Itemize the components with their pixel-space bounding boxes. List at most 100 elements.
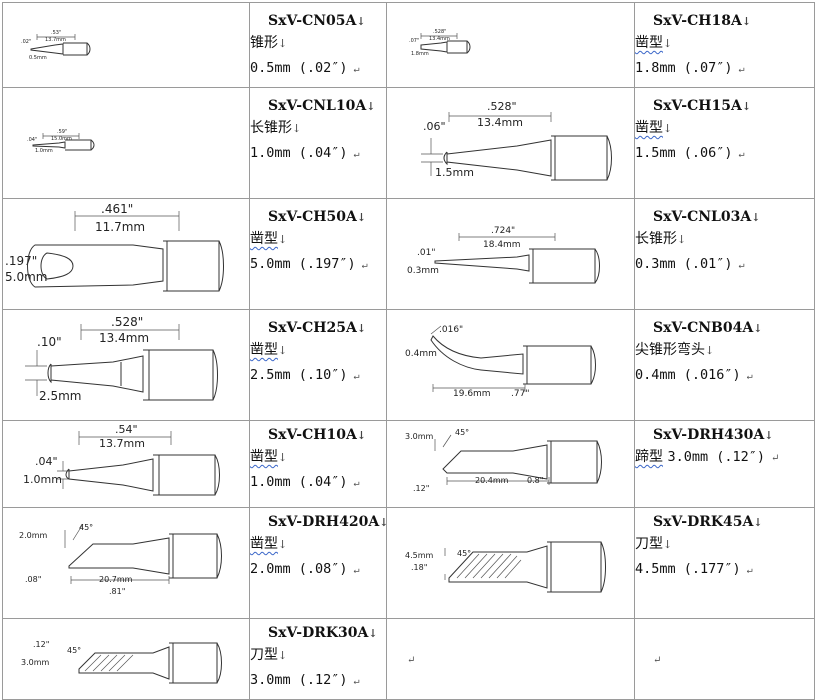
tip-info-drk30a: SxV-DRK30A↓ 刀型↓ 3.0mm (.12″)↵ [249,618,387,700]
svg-text:15.0mm: 15.0mm [51,136,72,142]
tip-info-ch50a: SxV-CH50A↓ 凿型↓ 5.0mm (.197″)↵ [249,198,387,310]
svg-text:18.4mm: 18.4mm [483,240,521,250]
svg-text:1.5mm: 1.5mm [435,166,474,179]
table-row: .461" 11.7mm .197" 5.0mm SxV-CH50A↓ 凿型↓ … [2,198,815,310]
tip-shape: 长锥形↓ [250,120,302,136]
tip-drawing-cn05a: .53" 13.7mm .02" 0.5mm [2,2,250,88]
tip-size: 0.5mm (.02″)↵ [250,60,360,76]
svg-text:.724": .724" [491,226,515,236]
svg-text:19.6mm: 19.6mm [453,389,491,399]
tip-shape: 凿型↓ [635,120,673,136]
tip-shape: 尖锥形弯头↓ [635,342,715,358]
svg-text:.01": .01" [417,248,435,258]
tip-size: 0.4mm (.016″)↵ [635,367,753,383]
table-row: 2.0mm 45° .08" 20.7mm .81" SxV-DRH420A↓ … [2,507,815,619]
svg-text:.528": .528" [111,315,143,329]
tip-info-cnl10a: SxV-CNL10A↓ 长锥形↓ 1.0mm (.04″)↵ [249,87,387,199]
tip-size: 2.5mm (.10″)↵ [250,367,360,383]
svg-text:.528": .528" [433,29,446,35]
tip-drawing-drh430a: 3.0mm 45° .12" 20.4mm 0.8" [386,420,635,508]
tip-shape: 长锥形↓ [635,231,687,247]
tip-size: 4.5mm (.177″)↵ [635,561,753,577]
svg-text:4.5mm: 4.5mm [405,551,434,560]
tip-model: SxV-CH15A↓ [653,98,752,114]
tip-model: SxV-DRH430A↓ [653,427,774,443]
tip-info-drk45a: SxV-DRK45A↓ 刀型↓ 4.5mm (.177″)↵ [634,507,815,619]
tip-size: 5.0mm (.197″)↵ [250,256,368,272]
tip-drawing-drk30a: .12" 45° 3.0mm [2,618,250,700]
svg-text:.18": .18" [411,563,427,572]
tip-model: SxV-CH25A↓ [268,320,367,336]
svg-text:.197": .197" [5,254,37,268]
svg-text:20.4mm: 20.4mm [475,476,509,485]
svg-text:.08": .08" [25,575,41,584]
svg-text:3.0mm: 3.0mm [405,432,434,441]
svg-text:.461": .461" [101,202,133,216]
table-row: .528" 13.4mm .10" 2.5mm SxV-CH25A↓ 凿型↓ 2… [2,309,815,421]
tip-drawing-drh420a: 2.0mm 45° .08" 20.7mm .81" [2,507,250,619]
tip-drawing-drk45a: 4.5mm 45° .18" [386,507,635,619]
tip-info-ch18a: SxV-CH18A↓ 凿型↓ 1.8mm (.07″)↵ [634,2,815,88]
svg-text:.528": .528" [487,100,517,113]
svg-text:45°: 45° [455,428,469,437]
table-row: .54" 13.7mm .04" 1.0mm SxV-CH10A↓ 凿型↓ 1.… [2,420,815,508]
svg-text:.81": .81" [109,587,125,596]
tip-size: 3.0mm (.12″)↵ [250,672,360,688]
tip-info-ch10a: SxV-CH10A↓ 凿型↓ 1.0mm (.04″)↵ [249,420,387,508]
tip-drawing-ch50a: .461" 11.7mm .197" 5.0mm [2,198,250,310]
svg-text:0.5mm: 0.5mm [29,55,47,61]
tip-info-drh420a: SxV-DRH420A↓ 凿型↓ 2.0mm (.08″)↵ [249,507,387,619]
tip-shape-size: 蹄型 3.0mm (.12″)↵ [635,449,780,465]
tip-drawing-ch15a: .528" 13.4mm .06" 1.5mm [386,87,635,199]
tip-size: 2.0mm (.08″)↵ [250,561,360,577]
tip-size: 1.0mm (.04″)↵ [250,145,360,161]
table-row: .53" 13.7mm .02" 0.5mm SxV-CN05A↓ 锥形↓ 0.… [2,2,815,88]
tip-drawing-cnl10a: .59" 15.0mm .04" 1.0mm [2,87,250,199]
return-mark: ↵ [653,655,662,666]
tip-shape: 凿型↓ [250,536,288,552]
svg-text:1.0mm: 1.0mm [35,148,53,154]
svg-text:45°: 45° [457,549,471,558]
svg-text:1.0mm: 1.0mm [23,473,62,486]
svg-text:13.7mm: 13.7mm [45,37,66,43]
svg-text:2.5mm: 2.5mm [39,389,81,403]
tip-info-ch25a: SxV-CH25A↓ 凿型↓ 2.5mm (.10″)↵ [249,309,387,421]
svg-text:.12": .12" [33,640,49,649]
svg-text:.016": .016" [439,325,463,335]
tip-shape: 凿型↓ [250,231,288,247]
tip-info-cnb04a: SxV-CNB04A↓ 尖锥形弯头↓ 0.4mm (.016″)↵ [634,309,815,421]
tip-model: SxV-CH18A↓ [653,13,752,29]
tip-size: 1.0mm (.04″)↵ [250,474,360,490]
return-mark: ↵ [407,655,416,666]
tip-drawing-cnl03a: .724" 18.4mm .01" 0.3mm [386,198,635,310]
svg-text:13.4mm: 13.4mm [477,116,523,129]
empty-cell: ↵ [386,618,635,700]
tip-model: SxV-CN05A↓ [268,13,366,29]
tip-model: SxV-CH50A↓ [268,209,367,225]
svg-text:3.0mm: 3.0mm [21,658,50,667]
svg-text:.10": .10" [37,335,62,349]
svg-text:45°: 45° [79,523,93,532]
svg-text:20.7mm: 20.7mm [99,575,133,584]
svg-text:.04": .04" [27,137,37,143]
tip-drawing-ch10a: .54" 13.7mm .04" 1.0mm [2,420,250,508]
tip-model: SxV-DRK45A↓ [653,514,763,530]
svg-text:5.0mm: 5.0mm [5,270,47,284]
svg-text:.53": .53" [51,30,61,36]
tip-info-cnl03a: SxV-CNL03A↓ 长锥形↓ 0.3mm (.01″)↵ [634,198,815,310]
tip-shape: 刀型↓ [250,647,288,663]
svg-text:.07": .07" [409,38,419,44]
table-row: .12" 45° 3.0mm SxV-DRK30A↓ 刀型↓ 3.0mm (.1… [2,618,815,700]
svg-text:.02": .02" [21,39,31,45]
tip-shape: 刀型↓ [635,536,673,552]
tip-info-drh430a: SxV-DRH430A↓ 蹄型 3.0mm (.12″)↵ [634,420,815,508]
svg-text:.06": .06" [423,120,446,133]
svg-text:11.7mm: 11.7mm [95,220,145,234]
svg-text:2.0mm: 2.0mm [19,531,48,540]
svg-text:0.3mm: 0.3mm [407,266,439,276]
tip-info-ch15a: SxV-CH15A↓ 凿型↓ 1.5mm (.06″)↵ [634,87,815,199]
svg-text:13.4mm: 13.4mm [99,331,149,345]
tip-model: SxV-DRH420A↓ [268,514,386,530]
svg-text:.59": .59" [57,129,67,135]
